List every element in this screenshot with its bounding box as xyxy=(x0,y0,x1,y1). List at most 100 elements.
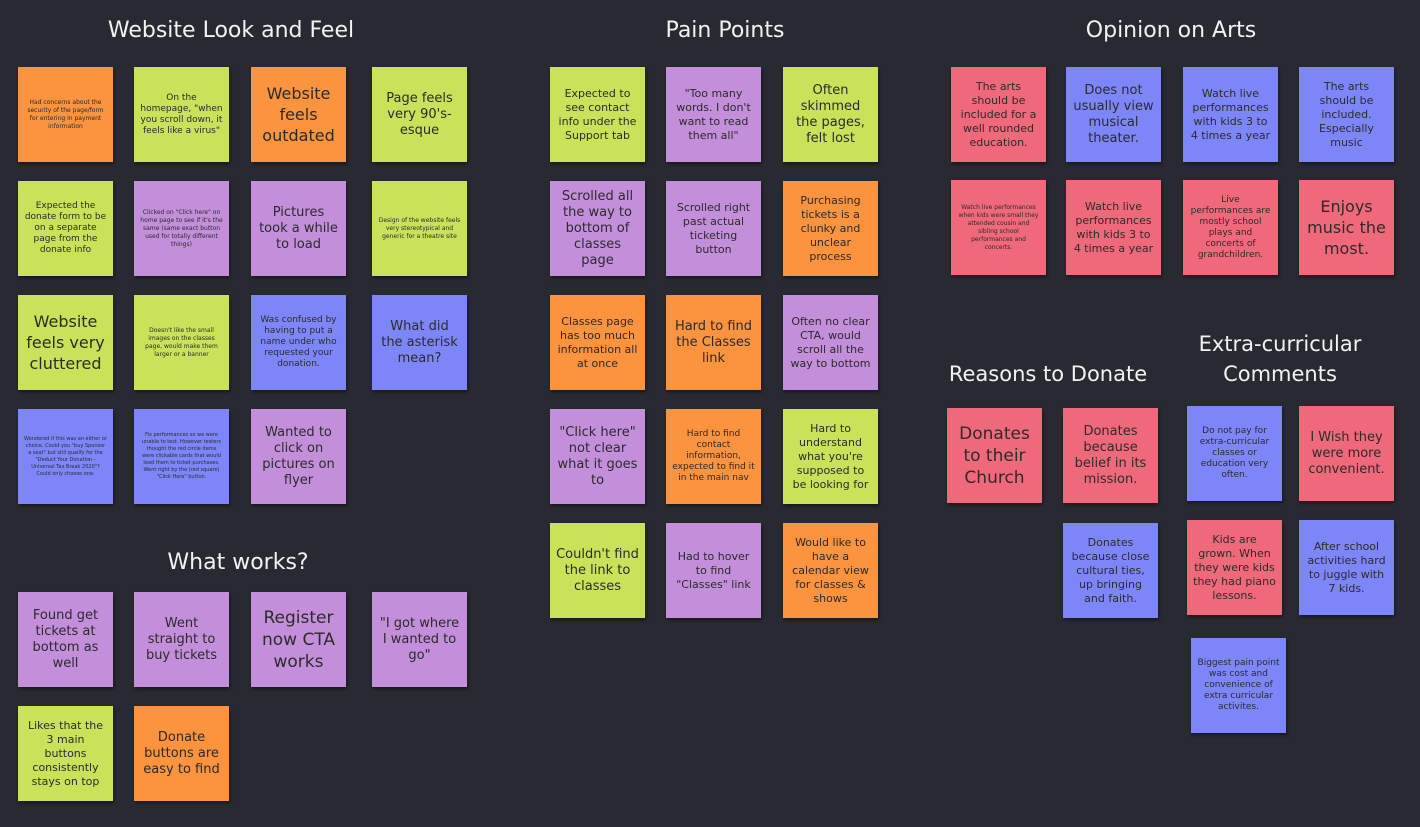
note-text: Kids are grown. When they were kids they… xyxy=(1193,532,1276,602)
note-text: Watch live performances with kids 3 to 4… xyxy=(1190,86,1271,142)
sticky-note[interactable]: Design of the website feels very stereot… xyxy=(372,181,467,276)
sticky-note[interactable]: After school activities hard to juggle w… xyxy=(1299,520,1394,615)
note-text: Expected to see contact info under the S… xyxy=(558,86,637,142)
note-text: Biggest pain point was cost and convenie… xyxy=(1197,658,1280,712)
sticky-note[interactable]: Enjoys music the most. xyxy=(1299,180,1394,275)
heading-extra-curricular-comments: Extra-curricular Comments xyxy=(1198,332,1362,386)
note-text: What did the asterisk mean? xyxy=(381,318,458,366)
sticky-note[interactable]: Likes that the 3 main buttons consistent… xyxy=(18,706,113,801)
note-text: On the homepage, "when you scroll down, … xyxy=(140,92,223,136)
sticky-note[interactable]: Often skimmed the pages, felt lost xyxy=(783,67,878,162)
sticky-note[interactable]: Do not pay for extra-curricular classes … xyxy=(1187,406,1282,501)
sticky-note[interactable]: Hard to find the Classes link xyxy=(666,295,761,390)
sticky-note[interactable]: Fix performances so we were unable to te… xyxy=(134,409,229,504)
note-text: The arts should be included. Especially … xyxy=(1319,79,1374,149)
note-text: Hard to understand what you're supposed … xyxy=(792,421,869,491)
sticky-note[interactable]: Went straight to buy tickets xyxy=(134,592,229,687)
sticky-note[interactable]: Donates to their Church xyxy=(947,408,1042,503)
note-text: Found get tickets at bottom as well xyxy=(32,607,99,671)
sticky-note[interactable]: Watch live performances when kids were s… xyxy=(951,180,1046,275)
note-text: Expected the donate form to be on a sepa… xyxy=(24,201,107,255)
sticky-note[interactable]: Pictures took a while to load xyxy=(251,181,346,276)
sticky-note[interactable]: Had concerns about the security of the p… xyxy=(18,67,113,162)
sticky-note[interactable]: Register now CTA works xyxy=(251,592,346,687)
note-text: Often skimmed the pages, felt lost xyxy=(796,82,865,146)
sticky-note[interactable]: Couldn't find the link to classes xyxy=(550,523,645,618)
sticky-note[interactable]: Clicked on "Click here" on home page to … xyxy=(134,181,229,276)
note-text: Couldn't find the link to classes xyxy=(556,546,639,594)
note-text: Page feels very 90's-esque xyxy=(386,90,453,138)
sticky-note[interactable]: Live performances are mostly school play… xyxy=(1183,180,1278,275)
sticky-note[interactable]: Kids are grown. When they were kids they… xyxy=(1187,520,1282,615)
sticky-note[interactable]: Often no clear CTA, would scroll all the… xyxy=(783,295,878,390)
note-text: Do not pay for extra-curricular classes … xyxy=(1199,426,1270,480)
note-text: Likes that the 3 main buttons consistent… xyxy=(27,718,104,788)
note-text: "Too many words. I don't want to read th… xyxy=(676,86,751,142)
note-text: Went straight to buy tickets xyxy=(145,615,218,663)
sticky-note[interactable]: Donates because close cultural ties, up … xyxy=(1063,523,1158,618)
sticky-note[interactable]: Biggest pain point was cost and convenie… xyxy=(1191,638,1286,733)
sticky-note[interactable]: "Too many words. I don't want to read th… xyxy=(666,67,761,162)
sticky-note[interactable]: "I got where I wanted to go" xyxy=(372,592,467,687)
heading-opinion-on-arts: Opinion on Arts xyxy=(1085,18,1257,43)
sticky-note[interactable]: "Click here" not clear what it goes to xyxy=(550,409,645,504)
note-text: Does not usually view musical theater. xyxy=(1073,82,1154,146)
sticky-note[interactable]: The arts should be included for a well r… xyxy=(951,67,1046,162)
sticky-note[interactable]: Hard to find contact information, expect… xyxy=(666,409,761,504)
sticky-note[interactable]: I Wish they were more convenient. xyxy=(1299,406,1394,501)
heading-reasons-to-donate: Reasons to Donate xyxy=(948,362,1148,386)
note-text: Register now CTA works xyxy=(261,607,336,672)
note-text: Fix performances so we were unable to te… xyxy=(141,432,222,480)
sticky-note[interactable]: Website feels very cluttered xyxy=(18,295,113,390)
sticky-note[interactable]: Expected to see contact info under the S… xyxy=(550,67,645,162)
note-text: Watch live performances when kids were s… xyxy=(958,203,1039,251)
note-text: Wanted to click on pictures on flyer xyxy=(262,424,335,488)
note-text: Scrolled right past actual ticketing but… xyxy=(676,200,751,256)
note-text: Scrolled all the way to bottom of classe… xyxy=(561,188,634,268)
note-text: "Click here" not clear what it goes to xyxy=(557,424,638,488)
sticky-note[interactable]: Found get tickets at bottom as well xyxy=(18,592,113,687)
note-text: The arts should be included for a well r… xyxy=(960,79,1037,149)
note-text: Donate buttons are easy to find xyxy=(143,729,220,777)
sticky-note[interactable]: Scrolled all the way to bottom of classe… xyxy=(550,181,645,276)
sticky-note[interactable]: Website feels outdated xyxy=(251,67,346,162)
sticky-note[interactable]: Watch live performances with kids 3 to 4… xyxy=(1066,180,1161,275)
note-text: Had concerns about the security of the p… xyxy=(27,98,104,130)
sticky-note[interactable]: Had to hover to find "Classes" link xyxy=(666,523,761,618)
sticky-note[interactable]: Expected the donate form to be on a sepa… xyxy=(18,181,113,276)
sticky-note[interactable]: Donates because belief in its mission. xyxy=(1063,408,1158,503)
note-text: Purchasing tickets is a clunky and uncle… xyxy=(800,193,861,263)
note-text: Often no clear CTA, would scroll all the… xyxy=(790,314,871,370)
sticky-note[interactable]: What did the asterisk mean? xyxy=(372,295,467,390)
note-text: Website feels outdated xyxy=(262,84,335,145)
note-text: Wondered if this was an either or choice… xyxy=(24,435,107,477)
note-text: Design of the website feels very stereot… xyxy=(378,216,461,240)
sticky-note[interactable]: The arts should be included. Especially … xyxy=(1299,67,1394,162)
sticky-note[interactable]: Scrolled right past actual ticketing but… xyxy=(666,181,761,276)
heading-what-works: What works? xyxy=(167,550,309,575)
sticky-note[interactable]: Does not usually view musical theater. xyxy=(1066,67,1161,162)
note-text: Hard to find contact information, expect… xyxy=(672,429,755,483)
note-text: "I got where I wanted to go" xyxy=(379,615,460,663)
sticky-note[interactable]: Classes page has too much information al… xyxy=(550,295,645,390)
sticky-note[interactable]: Would like to have a calendar view for c… xyxy=(783,523,878,618)
sticky-note[interactable]: Was confused by having to put a name und… xyxy=(251,295,346,390)
note-text: Donates because belief in its mission. xyxy=(1074,423,1147,487)
sticky-note[interactable]: Doesn't like the small images on the cla… xyxy=(134,295,229,390)
sticky-note[interactable]: Wanted to click on pictures on flyer xyxy=(251,409,346,504)
note-text: Doesn't like the small images on the cla… xyxy=(145,326,218,358)
sticky-note[interactable]: Wondered if this was an either or choice… xyxy=(18,409,113,504)
sticky-note[interactable]: Hard to understand what you're supposed … xyxy=(783,409,878,504)
sticky-note[interactable]: Purchasing tickets is a clunky and uncle… xyxy=(783,181,878,276)
sticky-note[interactable]: Watch live performances with kids 3 to 4… xyxy=(1183,67,1278,162)
note-text: After school activities hard to juggle w… xyxy=(1307,539,1386,595)
note-text: Hard to find the Classes link xyxy=(674,318,753,366)
sticky-note[interactable]: Page feels very 90's-esque xyxy=(372,67,467,162)
sticky-note[interactable]: On the homepage, "when you scroll down, … xyxy=(134,67,229,162)
sticky-note[interactable]: Donate buttons are easy to find xyxy=(134,706,229,801)
note-text: Enjoys music the most. xyxy=(1307,197,1386,258)
note-text: Watch live performances with kids 3 to 4… xyxy=(1073,199,1154,255)
heading-website-look-and-feel: Website Look and Feel xyxy=(107,18,355,43)
note-text: Donates to their Church xyxy=(959,423,1030,488)
